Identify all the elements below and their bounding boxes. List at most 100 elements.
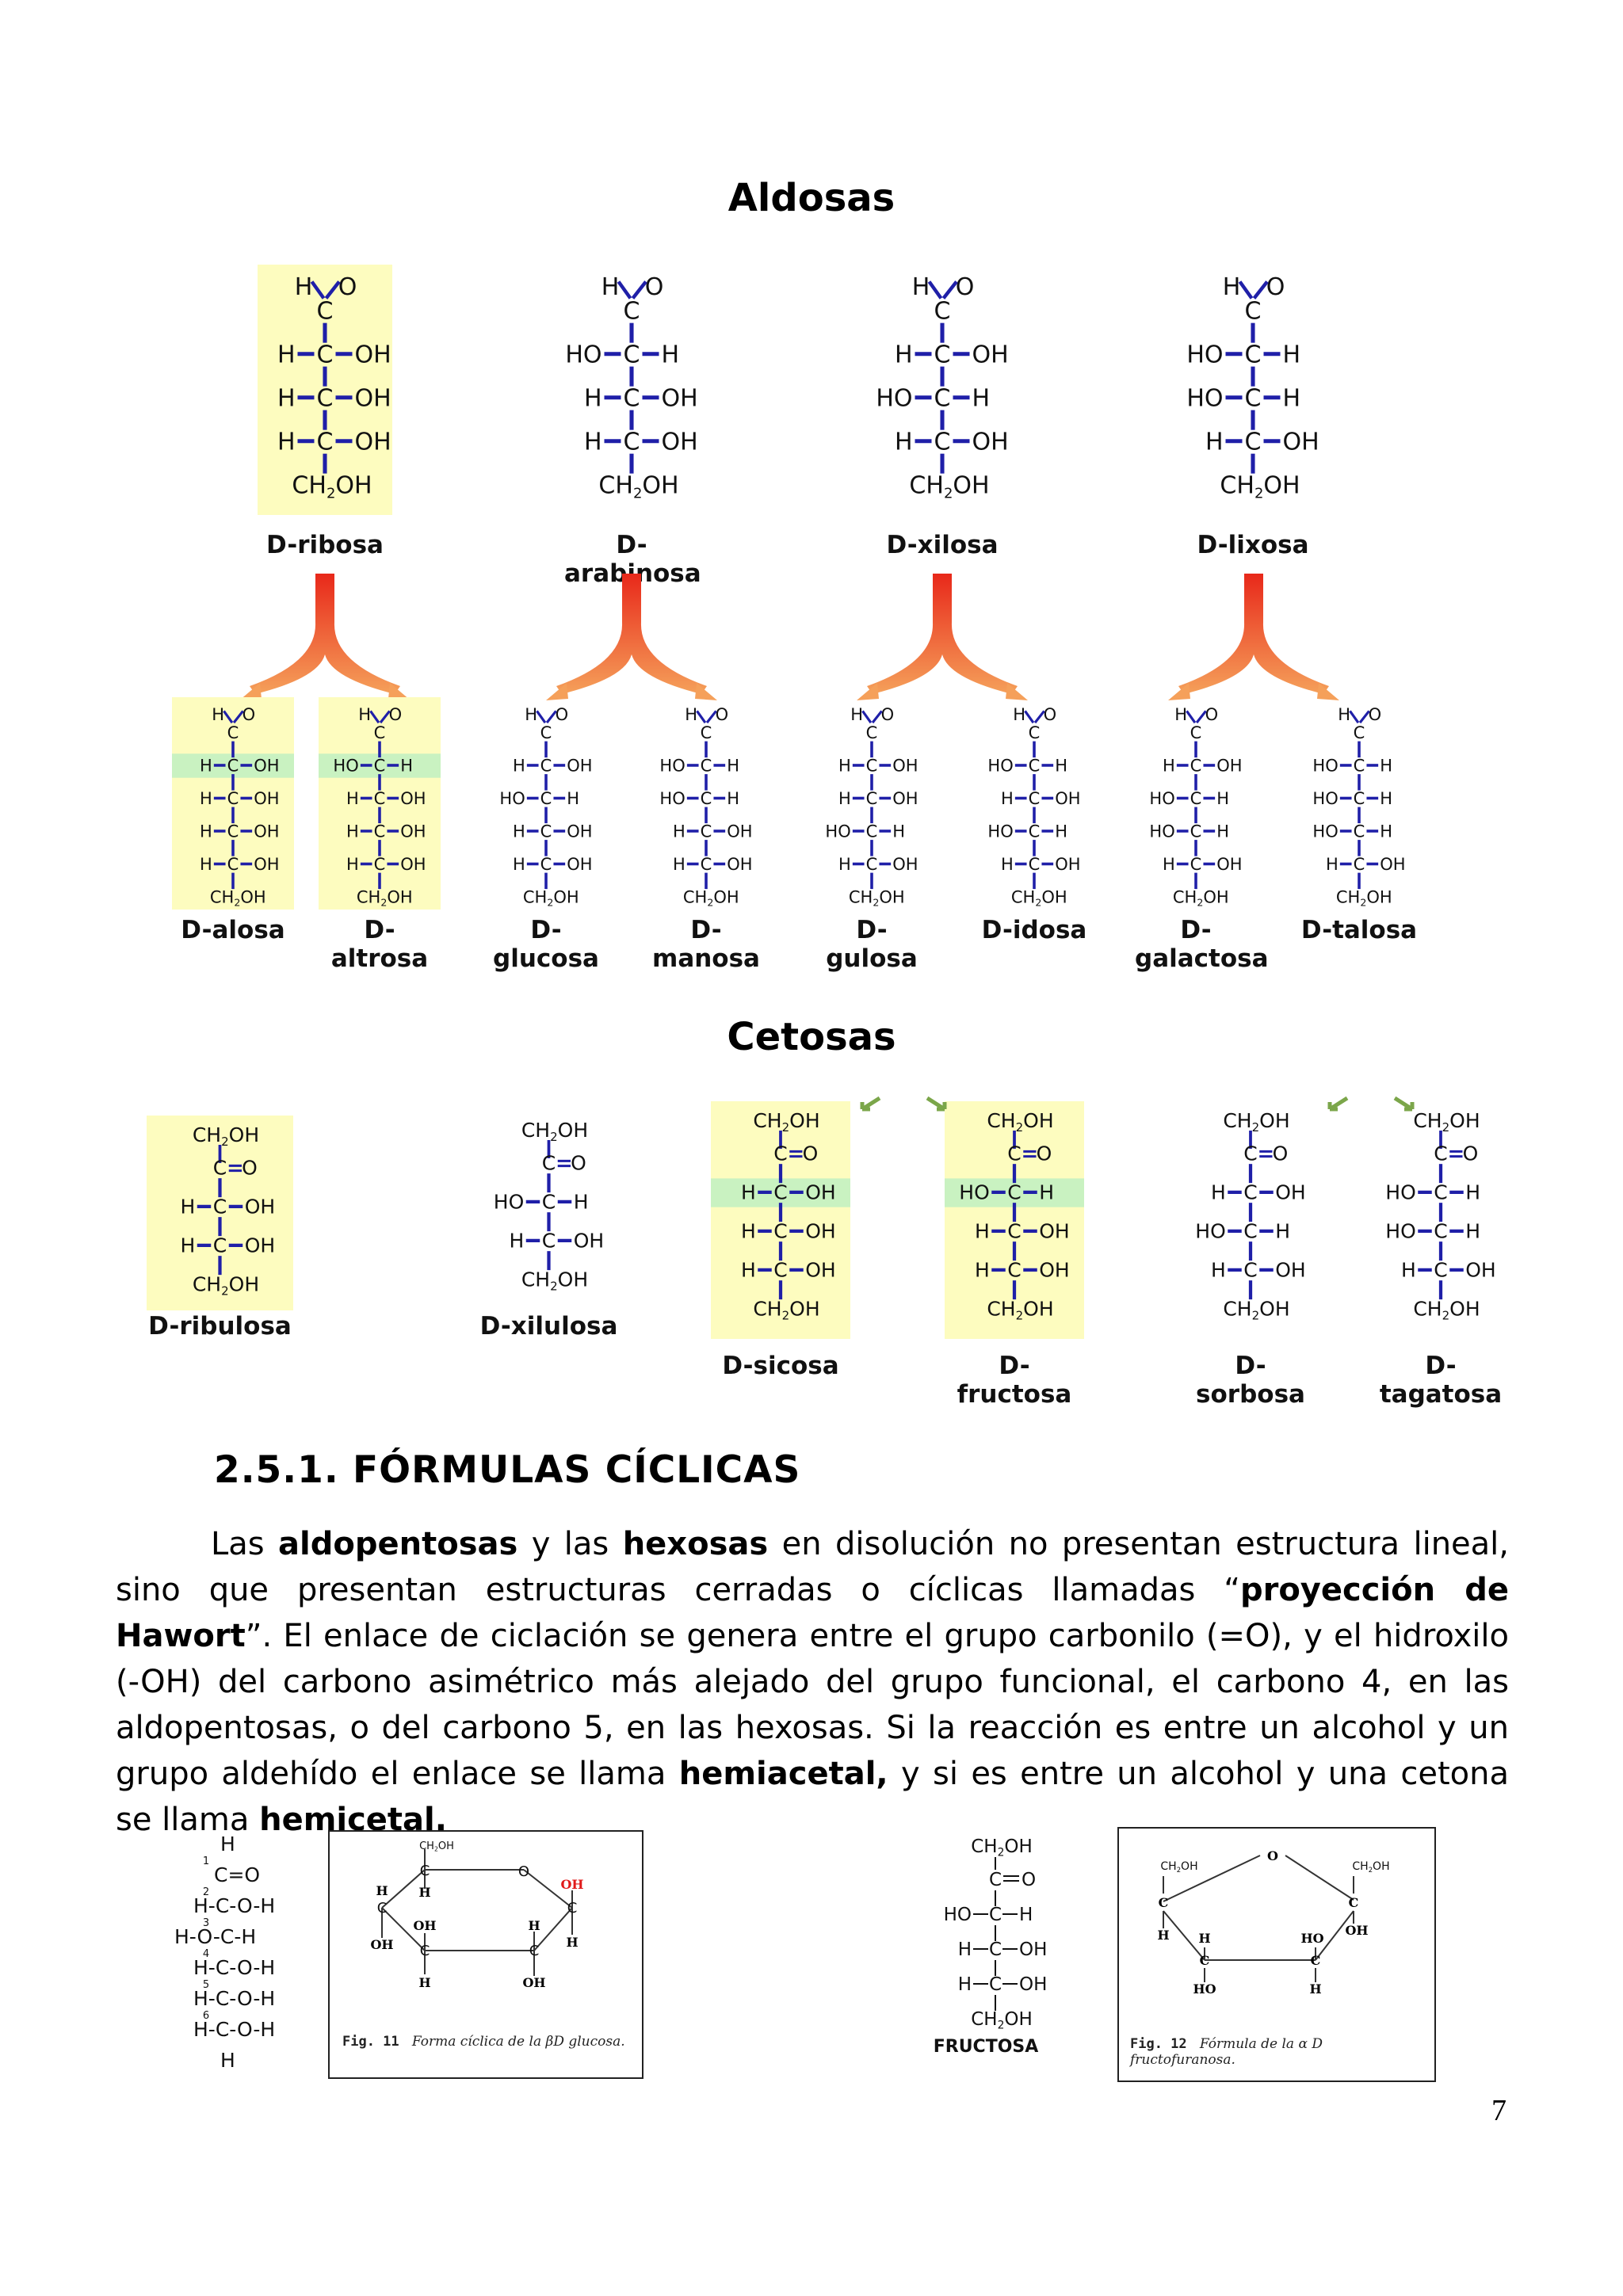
substituent-right: H	[1216, 822, 1229, 841]
substituent-right: OH	[662, 428, 698, 456]
chiral-carbon: C	[374, 822, 386, 841]
carbonyl-carbon: C	[374, 723, 386, 742]
substituent-left: HO	[1312, 789, 1338, 808]
ring-bond	[381, 1907, 426, 1951]
ch2oh-bottom: CH2OH	[523, 887, 579, 908]
substituent-right: H	[1283, 384, 1301, 412]
chiral-carbon: C	[934, 428, 951, 456]
chiral-carbon: C	[1354, 822, 1365, 841]
substituent-left: H	[513, 855, 525, 874]
substituent-left: H	[895, 341, 913, 368]
bond	[631, 280, 647, 299]
chiral-carbon: C	[1434, 1259, 1447, 1282]
carbonyl-carbon: C	[540, 723, 552, 742]
substituent-right: H	[892, 822, 905, 841]
substituent-right: OH	[892, 756, 918, 775]
chiral-carbon: C	[989, 1974, 1002, 1995]
carbon-number: 1	[203, 1855, 209, 1867]
substituent-left: HO	[1186, 384, 1223, 412]
sugar-name: D-tagatosa	[1379, 1352, 1503, 1409]
chiral-carbon: C	[374, 855, 386, 874]
chiral-carbon: C	[1245, 428, 1262, 456]
ring-carbon-1: C	[567, 1900, 578, 1917]
ch2oh-bottom: CH2OH	[1223, 1298, 1289, 1323]
oh-label: OH	[1345, 1923, 1368, 1938]
h-label: H	[528, 1918, 540, 1933]
ring-oxygen: O	[518, 1863, 529, 1880]
carbon-number: 2	[203, 1886, 209, 1898]
sugar-name: D-manosa	[652, 916, 760, 973]
aldehyde-h: H	[1223, 273, 1241, 301]
ch2oh-top: CH2OH	[193, 1123, 259, 1149]
chiral-carbon: C	[227, 822, 239, 841]
chiral-carbon: C	[1354, 789, 1365, 808]
substituent-left: H	[895, 428, 913, 456]
sugar-name: D-xilulosa	[479, 1312, 618, 1341]
aldehyde-h: H	[1338, 705, 1350, 724]
substituent-left: H	[509, 1230, 524, 1253]
cetosas-title: Cetosas	[727, 1015, 896, 1059]
section-heading: 2.5.1. FÓRMULAS CÍCLICAS	[214, 1448, 801, 1492]
h-label: H	[418, 1975, 430, 1990]
substituent-left: HO	[1312, 756, 1338, 775]
aldehyde-o: O	[716, 705, 729, 724]
substituent-left: H	[200, 822, 212, 841]
ch2oh-bottom: CH2OH	[193, 1273, 259, 1299]
carbonyl-carbon: C	[1354, 723, 1365, 742]
substituent-right: H	[567, 789, 579, 808]
bond	[1252, 280, 1269, 299]
green-arrow	[1393, 1096, 1415, 1112]
chiral-carbon: C	[1029, 789, 1041, 808]
bond	[545, 710, 557, 724]
chiral-carbon: C	[213, 1234, 227, 1257]
aldehyde-h: H	[212, 705, 224, 724]
aldehyde-o: O	[956, 273, 975, 301]
bond	[1195, 710, 1207, 724]
keto-oxygen: O	[242, 1157, 258, 1180]
arrow-head	[388, 683, 411, 700]
chiral-carbon: C	[542, 1230, 556, 1253]
ch2oh-bottom: CH2OH	[849, 887, 905, 908]
chiral-carbon: C	[540, 756, 552, 775]
substituent-left: H	[200, 789, 212, 808]
substituent-left: H	[1205, 428, 1224, 456]
aldehyde-h: H	[295, 273, 313, 301]
carbonyl-carbon: C	[1190, 723, 1202, 742]
substituent-left: H	[584, 384, 602, 412]
chiral-carbon: C	[1007, 1181, 1021, 1204]
chiral-carbon: C	[1029, 756, 1041, 775]
bond	[871, 710, 883, 724]
substituent-left: H	[513, 756, 525, 775]
carbonyl-carbon: C	[866, 723, 878, 742]
substituent-right: OH	[1039, 1259, 1069, 1282]
carbon-number: 3	[203, 1917, 209, 1929]
chiral-carbon: C	[1190, 822, 1202, 841]
aldehyde-o: O	[556, 705, 569, 724]
substituent-left: H	[673, 855, 685, 874]
substituent-left: HO	[659, 789, 685, 808]
fructose-title: FRUCTOSA	[934, 2037, 1039, 2057]
carbon-number: 5	[203, 1979, 209, 1991]
substituent-left: H	[741, 1181, 756, 1204]
substituent-left: HO	[987, 822, 1013, 841]
oh-label: OH	[522, 1975, 545, 1990]
chiral-carbon: C	[1190, 855, 1202, 874]
chiral-carbon: C	[540, 855, 552, 874]
green-arrow	[1327, 1096, 1349, 1112]
ring-carbon: C	[1311, 1953, 1321, 1968]
bond	[617, 280, 632, 299]
substituent-left: H	[838, 789, 851, 808]
ch2oh-bottom: CH2OH	[909, 471, 989, 502]
ring-carbon-5: C	[420, 1863, 430, 1879]
substituent-right: OH	[805, 1181, 835, 1204]
glucose-row: H	[220, 1833, 235, 1855]
substituent-left: H	[838, 756, 851, 775]
aldehyde-h: H	[358, 705, 371, 724]
